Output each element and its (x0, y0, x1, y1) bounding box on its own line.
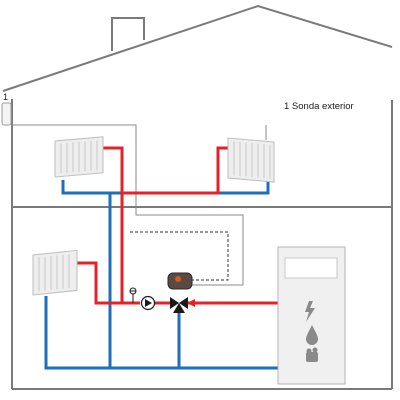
radiator-body (227, 137, 275, 183)
radiator-upper-left (54, 136, 104, 178)
bypass-valve-icon (129, 287, 137, 303)
control-loop-dashed (130, 231, 229, 281)
radiator-upper-right (227, 137, 275, 183)
roof-line (2, 4, 393, 92)
lightning-icon (305, 301, 315, 322)
circulation-pump-icon (140, 295, 156, 311)
boiler (277, 246, 346, 385)
return-lower-left (44, 296, 278, 370)
valve-actuator (167, 272, 193, 290)
flow-arrow-icon (187, 299, 195, 307)
sensor-wiring (11, 124, 244, 286)
sensor-number-label: 1 (3, 92, 9, 102)
return-upper-left (61, 180, 110, 195)
sensor-legend-label: 1 Sonda exterior (284, 101, 354, 112)
fuel-icon (306, 347, 318, 362)
chimney (111, 17, 145, 51)
water-drop-icon (306, 325, 318, 345)
radiator-body (32, 249, 78, 296)
three-way-mixing-valve-icon (170, 297, 188, 313)
outdoor-sensor (1, 102, 12, 126)
supply-upper-left (97, 146, 124, 303)
radiator-lower-left (32, 249, 78, 296)
house-outline (2, 4, 393, 390)
supply-lower-left (75, 261, 140, 305)
boiler-control-panel (284, 257, 338, 279)
supply-upper-right (122, 146, 238, 195)
sensor-wire (11, 124, 244, 286)
